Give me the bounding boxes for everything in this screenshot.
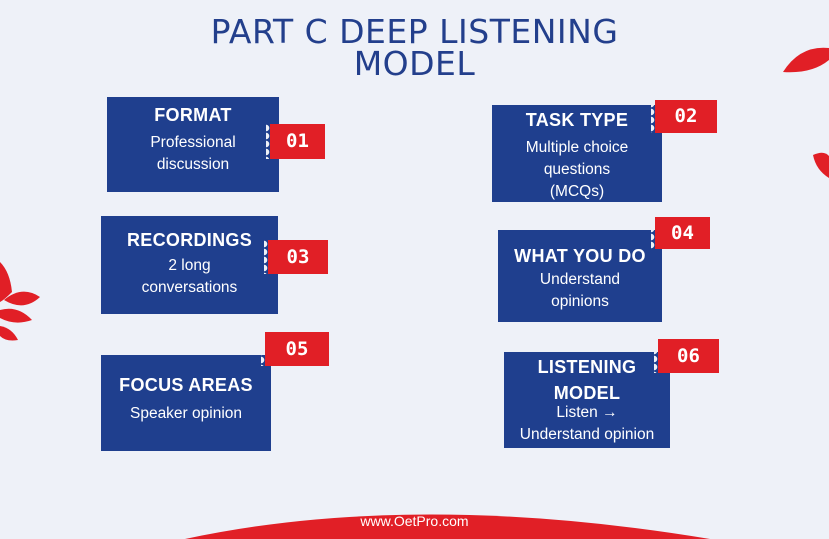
number-tag: 02 [651, 100, 717, 133]
card-heading: WHAT YOU DO [514, 246, 646, 266]
card-listening-model: LISTENING MODEL Listen → Understand opin… [504, 352, 676, 448]
number-tag: 06 [654, 339, 719, 373]
card-description: Professional discussion [150, 134, 236, 173]
card-format: FORMAT Professional discussion [107, 97, 285, 192]
number-tag: 03 [264, 240, 328, 274]
card-recordings: RECORDINGS 2 long conversations [101, 216, 284, 314]
card-description: Listen → Understand opinion [519, 404, 655, 443]
card-description: 2 long conversations [141, 257, 238, 296]
card-task-type: TASK TYPE Multiple choice questions (MCQ… [492, 105, 668, 202]
card-description: Speaker opinion [129, 405, 243, 422]
leaf-icon [813, 152, 829, 178]
card-description: Understand opinions [539, 271, 621, 310]
number-tag: 05 [261, 332, 329, 366]
card-heading: TASK TYPE [525, 110, 629, 130]
footer-arc [185, 514, 710, 539]
website-link[interactable]: www.OetPro.com [360, 513, 469, 529]
leaf-icon [4, 291, 40, 306]
card-heading: FORMAT [154, 105, 232, 125]
leaf-icon [783, 47, 829, 73]
leaf-icon [0, 262, 12, 302]
card-heading: RECORDINGS [126, 230, 252, 250]
card-focus-areas: FOCUS AREAS Speaker opinion [101, 355, 277, 451]
card-heading: LISTENING MODEL [537, 357, 637, 403]
number-tag: 04 [651, 217, 710, 249]
card-heading: FOCUS AREAS [119, 375, 253, 395]
number-tag: 01 [266, 124, 325, 159]
leaf-icon [0, 308, 32, 323]
leaf-icon [0, 326, 18, 341]
page-title: PART C DEEP LISTENING MODEL [0, 12, 829, 83]
title-line-2: MODEL [353, 44, 476, 83]
card-description: Multiple choice questions (MCQs) [525, 139, 629, 200]
card-what-you-do: WHAT YOU DO Understand opinions [498, 230, 668, 322]
title-line-1: PART C DEEP LISTENING [210, 12, 619, 51]
